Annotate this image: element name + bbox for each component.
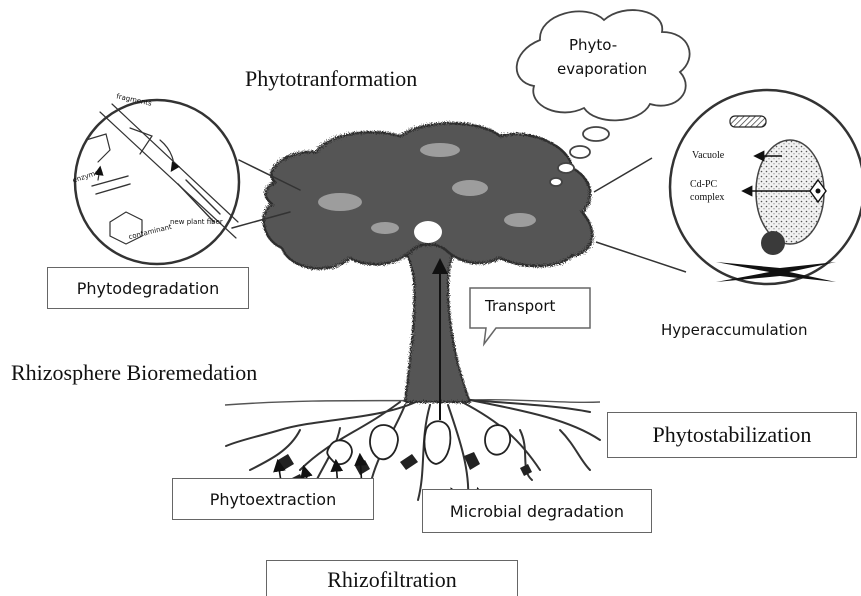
inset-label-new-plant-fiber: new plant fiber	[170, 218, 223, 226]
box-phytostabilization: Phytostabilization	[607, 412, 857, 458]
box-phytoextraction: Phytoextraction	[172, 478, 374, 520]
label-rhizofiltration: Rhizofiltration	[327, 567, 457, 593]
label-phytodegradation: Phytodegradation	[77, 279, 219, 298]
label-evaporation: evaporation	[557, 60, 647, 78]
label-cd-pc: Cd-PC	[690, 179, 717, 190]
degradation-inset	[75, 100, 300, 264]
label-transport: Transport	[485, 297, 555, 315]
label-phytostabilization: Phytostabilization	[653, 422, 812, 448]
label-rhizosphere-bioremedation: Rhizosphere Bioremedation	[11, 360, 257, 386]
box-phytodegradation: Phytodegradation	[47, 267, 249, 309]
label-cd-pc-complex: complex	[690, 192, 724, 203]
tree-trunk	[398, 238, 470, 402]
crown-opening	[414, 221, 442, 243]
label-phyto: Phyto-	[569, 36, 617, 54]
box-rhizofiltration: Rhizofiltration	[266, 560, 518, 596]
box-microbial-degradation: Microbial degradation	[422, 489, 652, 533]
label-hyperaccumulation: Hyperaccumulation	[661, 321, 807, 339]
root-nodules	[327, 421, 510, 464]
label-microbial-degradation: Microbial degradation	[450, 502, 624, 521]
cell-inset	[594, 90, 861, 284]
label-phytoextraction: Phytoextraction	[210, 490, 336, 509]
label-phytotransformation: Phytotranformation	[245, 66, 417, 92]
label-vacuole: Vacuole	[692, 150, 724, 161]
